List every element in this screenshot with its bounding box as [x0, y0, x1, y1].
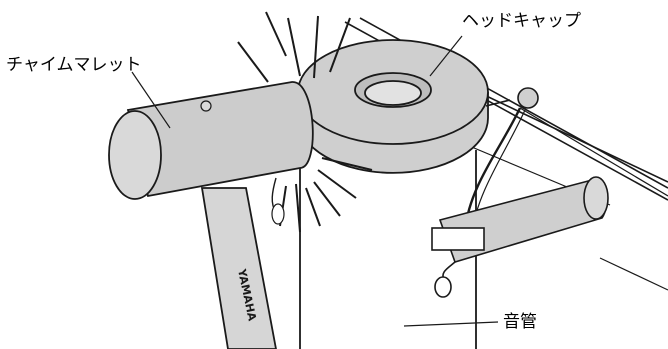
- label-head-cap: ヘッドキャップ: [462, 11, 581, 31]
- label-tube: 音管: [503, 312, 537, 332]
- hanger-knob: [518, 88, 538, 108]
- head-cap: [298, 40, 488, 173]
- small-tube: [432, 177, 608, 297]
- mallet-face: [109, 111, 161, 199]
- label-chime-mallet: チャイムマレット: [6, 55, 142, 75]
- mallet-handle: YAMAHA: [202, 188, 276, 349]
